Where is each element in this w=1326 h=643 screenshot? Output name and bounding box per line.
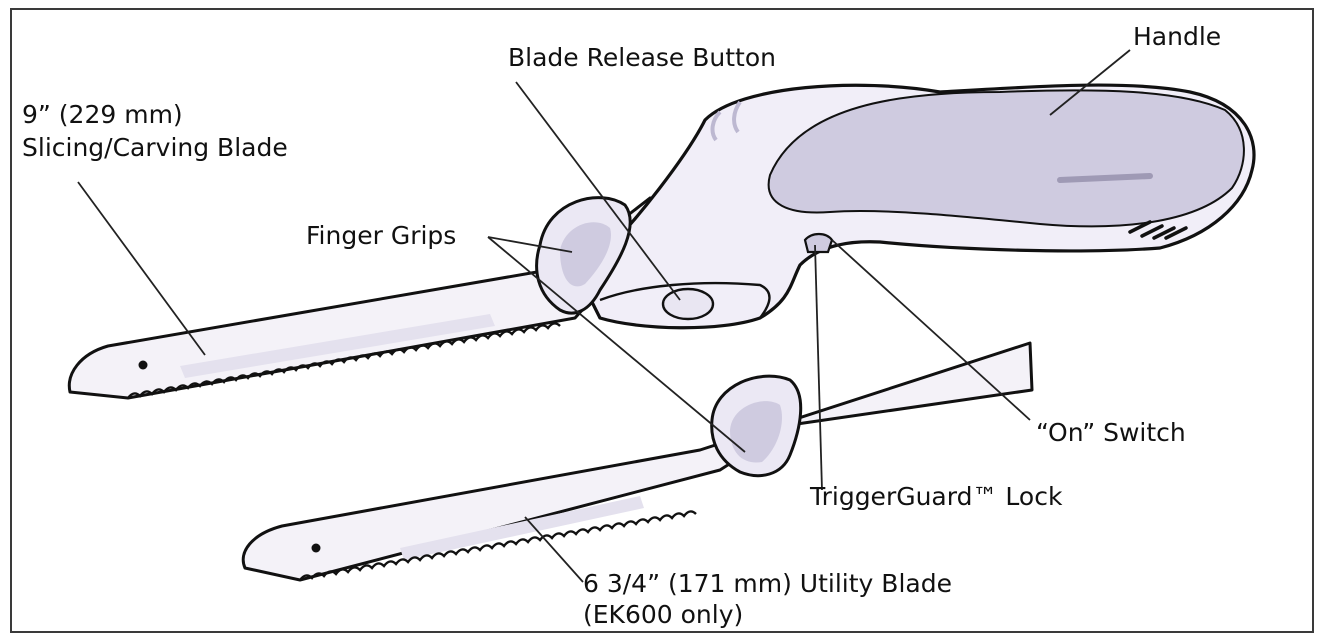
label-utility-blade-size: 6 3/4” (171 mm) Utility Blade [583,569,952,598]
blade-release-button [661,287,715,321]
on-switch-trigger [803,232,834,254]
label-blade-release-button: Blade Release Button [508,43,776,72]
label-finger-grips: Finger Grips [306,221,457,250]
leader-blade-release [515,81,681,301]
utility-blade-rivet-dot [311,543,321,553]
finger-grip-upper [535,196,632,315]
leader-finger-grip-upper [487,236,573,253]
knife-handle-body [578,83,1256,330]
label-handle: Handle [1133,22,1222,51]
label-slicing-blade-size: 9” (229 mm) [22,100,183,129]
finger-grip-lower [710,374,803,478]
leader-finger-grip-lower [487,236,746,453]
leader-on-switch [831,239,1031,421]
handle-grip-panel [767,89,1245,228]
label-on-switch: “On” Switch [1036,418,1186,447]
leader-lines [77,49,1131,583]
label-triggerguard-lock: TriggerGuard™ Lock [810,482,1063,511]
leader-handle [1049,49,1131,116]
label-utility-blade-model: (EK600 only) [583,600,744,629]
blade-rivet-dot [138,360,148,370]
utility-blade [241,341,1034,582]
label-slicing-blade-name: Slicing/Carving Blade [22,133,288,162]
leader-slicing-blade [77,181,206,356]
leader-utility-blade [524,516,584,583]
leader-trigger-lock [814,244,823,491]
